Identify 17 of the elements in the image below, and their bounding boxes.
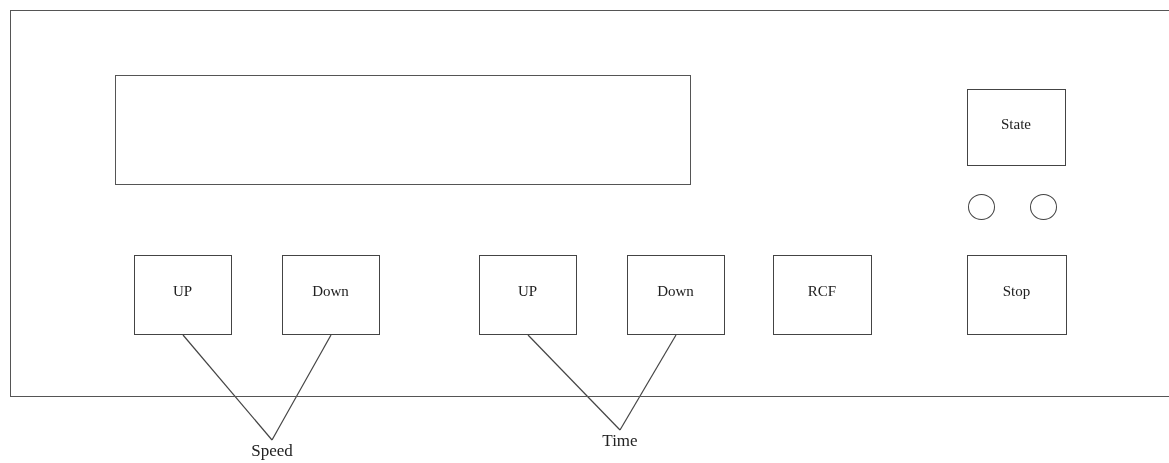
rcf-button: RCF: [772, 254, 872, 335]
display-screen: [114, 74, 691, 185]
stop-button: Stop: [966, 254, 1067, 335]
down-button: Down: [281, 254, 380, 335]
leader-line: [527, 334, 621, 431]
leader-line: [182, 334, 273, 441]
group-label: Time: [590, 430, 650, 452]
up-button: UP: [133, 254, 232, 335]
up-button: UP: [478, 254, 577, 335]
group-label: Speed: [240, 440, 304, 462]
leader-line: [271, 334, 332, 441]
indicator-light: [967, 193, 995, 220]
leader-line: [619, 334, 677, 431]
indicator-light: [1029, 193, 1057, 220]
state-button: State: [966, 88, 1066, 166]
panel-frame: [10, 10, 1169, 397]
down-button: Down: [626, 254, 725, 335]
